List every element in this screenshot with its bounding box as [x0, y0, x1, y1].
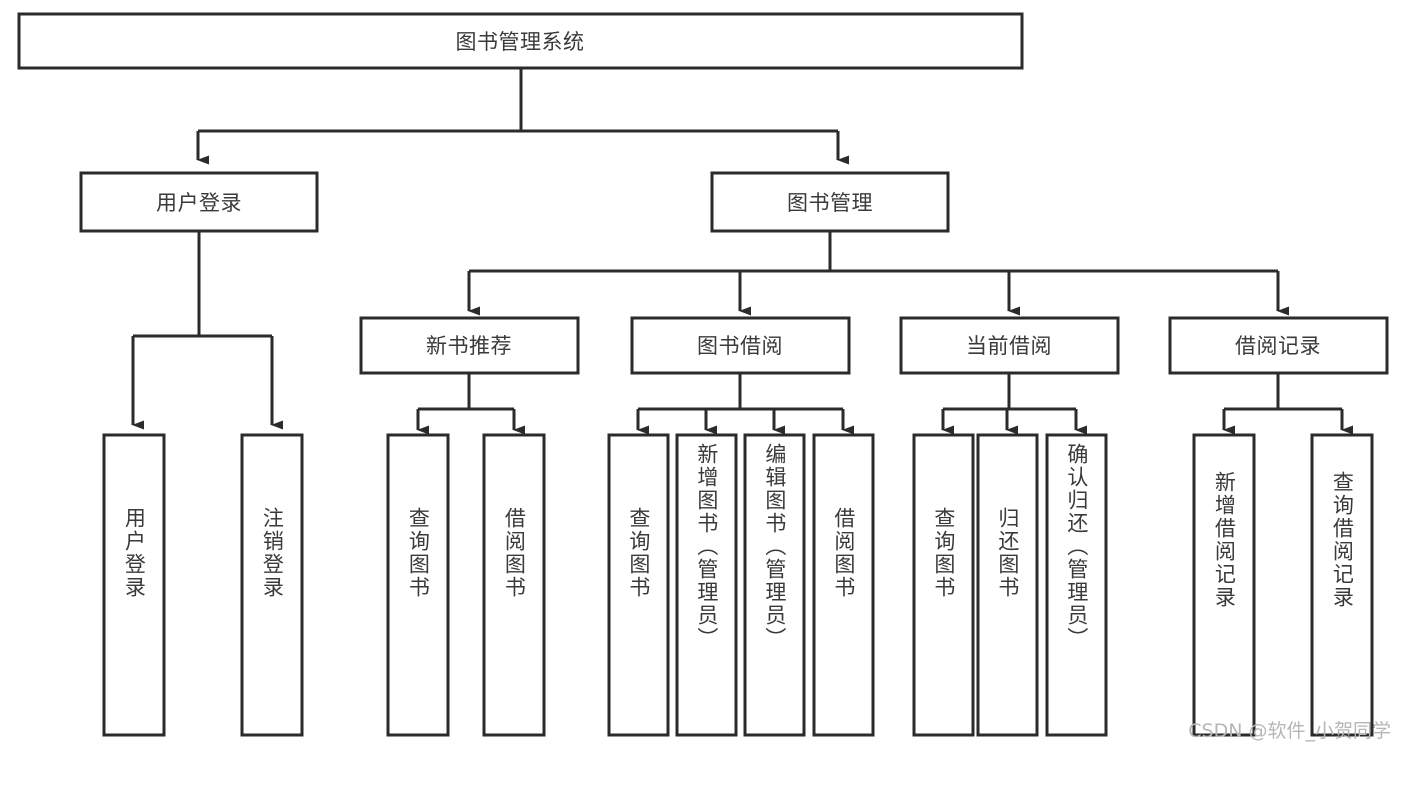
leaf-box-query-book-2[interactable]	[607, 433, 670, 737]
node-book-manage[interactable]: 图书管理	[710, 171, 950, 233]
flowchart-svg: 图书管理系统 用户登录 图书管理	[17, 12, 1389, 737]
node-user-login-label: 用户登录	[156, 191, 242, 215]
node-book-borrow[interactable]: 图书借阅	[630, 316, 851, 375]
leaf-box-borrow-book-2[interactable]	[812, 433, 875, 737]
connector-new-book-recommend-to-leaves	[416, 373, 525, 435]
node-borrow-record[interactable]: 借阅记录	[1168, 316, 1389, 375]
leaf-box-query-record[interactable]	[1310, 433, 1374, 737]
leaf-box-user-login[interactable]	[102, 433, 166, 737]
node-root-box	[17, 12, 1024, 70]
node-root[interactable]: 图书管理系统	[17, 12, 1024, 70]
leaf-box-return-book[interactable]	[976, 433, 1039, 737]
connector-borrow-record-to-leaves	[1222, 373, 1353, 435]
connector-current-borrow-to-leaves	[941, 373, 1087, 435]
node-user-login-box	[79, 171, 319, 233]
leaf-box-add-record[interactable]	[1192, 433, 1256, 737]
leaf-box-add-book[interactable]	[675, 433, 738, 737]
node-book-manage-label: 图书管理	[787, 191, 873, 215]
leaf-box-borrow-book-1[interactable]	[482, 433, 546, 737]
node-new-book-recommend-label: 新书推荐	[426, 334, 512, 358]
node-book-borrow-label: 图书借阅	[697, 334, 783, 358]
node-new-book-recommend-box	[359, 316, 580, 375]
leaf-box-confirm-return[interactable]	[1045, 433, 1108, 737]
node-current-borrow[interactable]: 当前借阅	[899, 316, 1120, 375]
connector-book-manage-to-level3	[467, 231, 1289, 316]
node-current-borrow-box	[899, 316, 1120, 375]
connector-user-login-to-leaves	[131, 231, 283, 430]
node-new-book-recommend[interactable]: 新书推荐	[359, 316, 580, 375]
connector-book-borrow-to-leaves	[636, 373, 854, 435]
node-user-login[interactable]: 用户登录	[79, 171, 319, 233]
leaf-box-query-book-3[interactable]	[912, 433, 975, 737]
leaf-box-query-book-1[interactable]	[386, 433, 450, 737]
node-borrow-record-label: 借阅记录	[1235, 334, 1321, 358]
connector-root-to-level2	[196, 68, 849, 165]
leaf-box-logout-login[interactable]	[240, 433, 304, 737]
flowchart-canvas: 图书管理系统 用户登录 图书管理	[17, 12, 1391, 742]
leaf-box-edit-book[interactable]	[743, 433, 806, 737]
node-current-borrow-label: 当前借阅	[966, 334, 1052, 358]
node-root-label: 图书管理系统	[456, 30, 585, 54]
